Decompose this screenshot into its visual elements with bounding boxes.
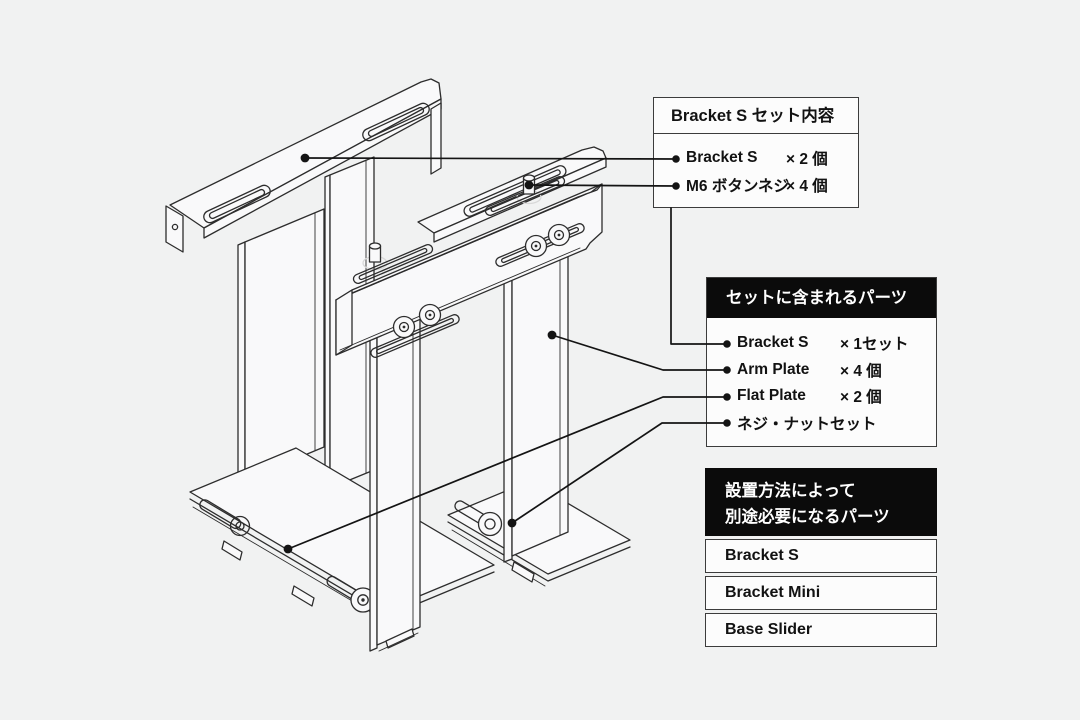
part-name: Arm Plate [737,360,810,378]
keyhole-screw [326,575,376,613]
m6-button-screw [368,242,382,263]
separate-parts-title: 設置方法によって 別途必要になるパーツ [705,468,937,536]
bracket-left-front-leg [237,208,325,484]
list-item: Bracket S × 2 個 [654,144,858,171]
list-item: Flat Plate × 2 個 [707,383,936,410]
list-item: M6 ボタンネジ × 4 個 [654,171,858,198]
part-qty: × 4 個 [840,362,882,380]
list-item: Arm Plate × 4 個 [707,357,936,384]
part-qty: × 1セット [840,336,909,354]
keyhole-slot [199,499,251,537]
screw-washer [524,223,571,258]
bracket-right-column [503,253,569,563]
included-parts-box: セットに含まれるパーツ Bracket S × 1セット Arm Plate ×… [706,277,937,447]
list-item: Bracket S × 1セット [707,330,936,357]
separate-part-row: Bracket S [705,538,937,573]
part-qty: × 2 個 [840,389,882,407]
m6-button-screw [522,174,536,195]
part-name: ネジ・ナットセット [737,415,877,433]
part-name: Bracket S [686,148,758,166]
part-name: Bracket S [737,334,809,352]
part-qty: × 2 個 [786,150,828,168]
set-contents-title: Bracket S セット内容 [654,98,858,134]
screw-washer [392,303,442,339]
bracket-left-top-beam [165,78,442,253]
list-item: ネジ・ナットセット [707,410,936,437]
set-contents-box: Bracket S セット内容 Bracket S × 2 個 M6 ボタンネジ… [653,97,859,208]
separate-part-row: Bracket Mini [705,575,937,610]
separate-part-row: Base Slider [705,612,937,647]
part-qty: × 4 個 [786,177,828,195]
part-name: Flat Plate [737,387,806,405]
arm-plate-rail [335,174,603,358]
part-name: M6 ボタンネジ [686,177,790,195]
included-parts-title: セットに含まれるパーツ [707,278,936,318]
separate-parts-box: 設置方法によって 別途必要になるパーツ Bracket S Bracket Mi… [705,468,937,647]
